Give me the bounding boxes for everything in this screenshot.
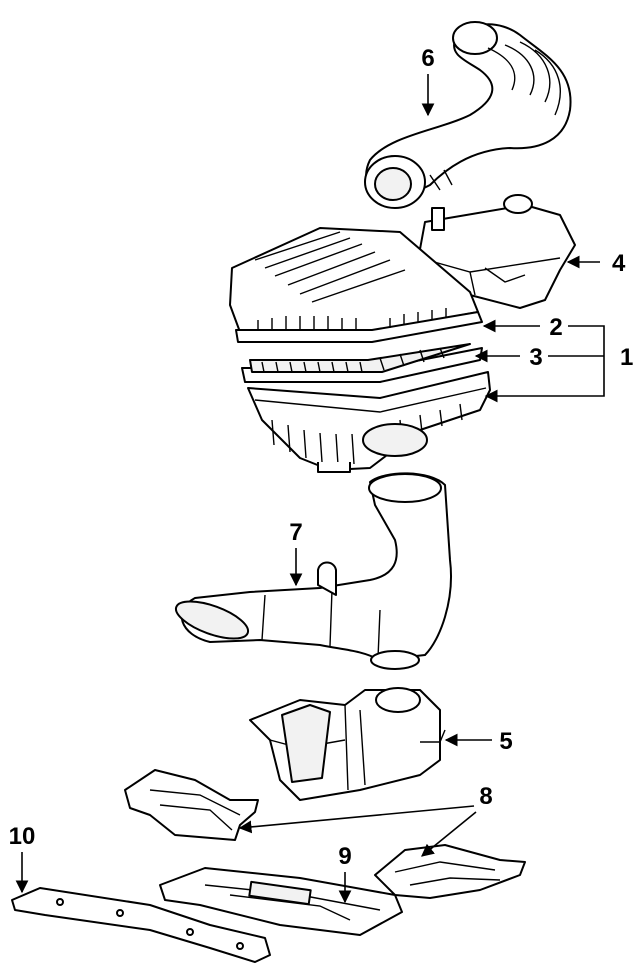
callout-1: 1: [620, 344, 633, 371]
leader-lines: [15, 74, 605, 904]
intake-duct-lower: [174, 472, 452, 670]
engine-under-cover: [159, 867, 403, 936]
air-cleaner-cover: [229, 227, 483, 343]
engine-stay-bracket: [11, 887, 271, 963]
air-cleaner-case: [247, 371, 491, 473]
intake-resonator: [249, 687, 446, 801]
callout-7: 7: [289, 519, 302, 546]
leader-1-bracket: [484, 325, 605, 403]
callout-3: 3: [529, 344, 542, 371]
callout-4: 4: [612, 250, 626, 277]
callout-labels: 6 4 2 3 1 7 5 8 9 10: [9, 45, 634, 870]
splash-shield-left: [124, 769, 259, 841]
leader-8b: [421, 811, 477, 857]
callout-8: 8: [479, 783, 492, 810]
air-filter-element: [241, 343, 483, 383]
callout-10: 10: [9, 823, 36, 850]
intake-hose-upper: [364, 21, 572, 209]
callout-2: 2: [549, 314, 562, 341]
callout-6: 6: [421, 45, 434, 72]
leader-8a: [238, 805, 475, 834]
splash-shield-right: [374, 844, 526, 899]
callout-5: 5: [499, 728, 512, 755]
callout-9: 9: [338, 843, 351, 870]
